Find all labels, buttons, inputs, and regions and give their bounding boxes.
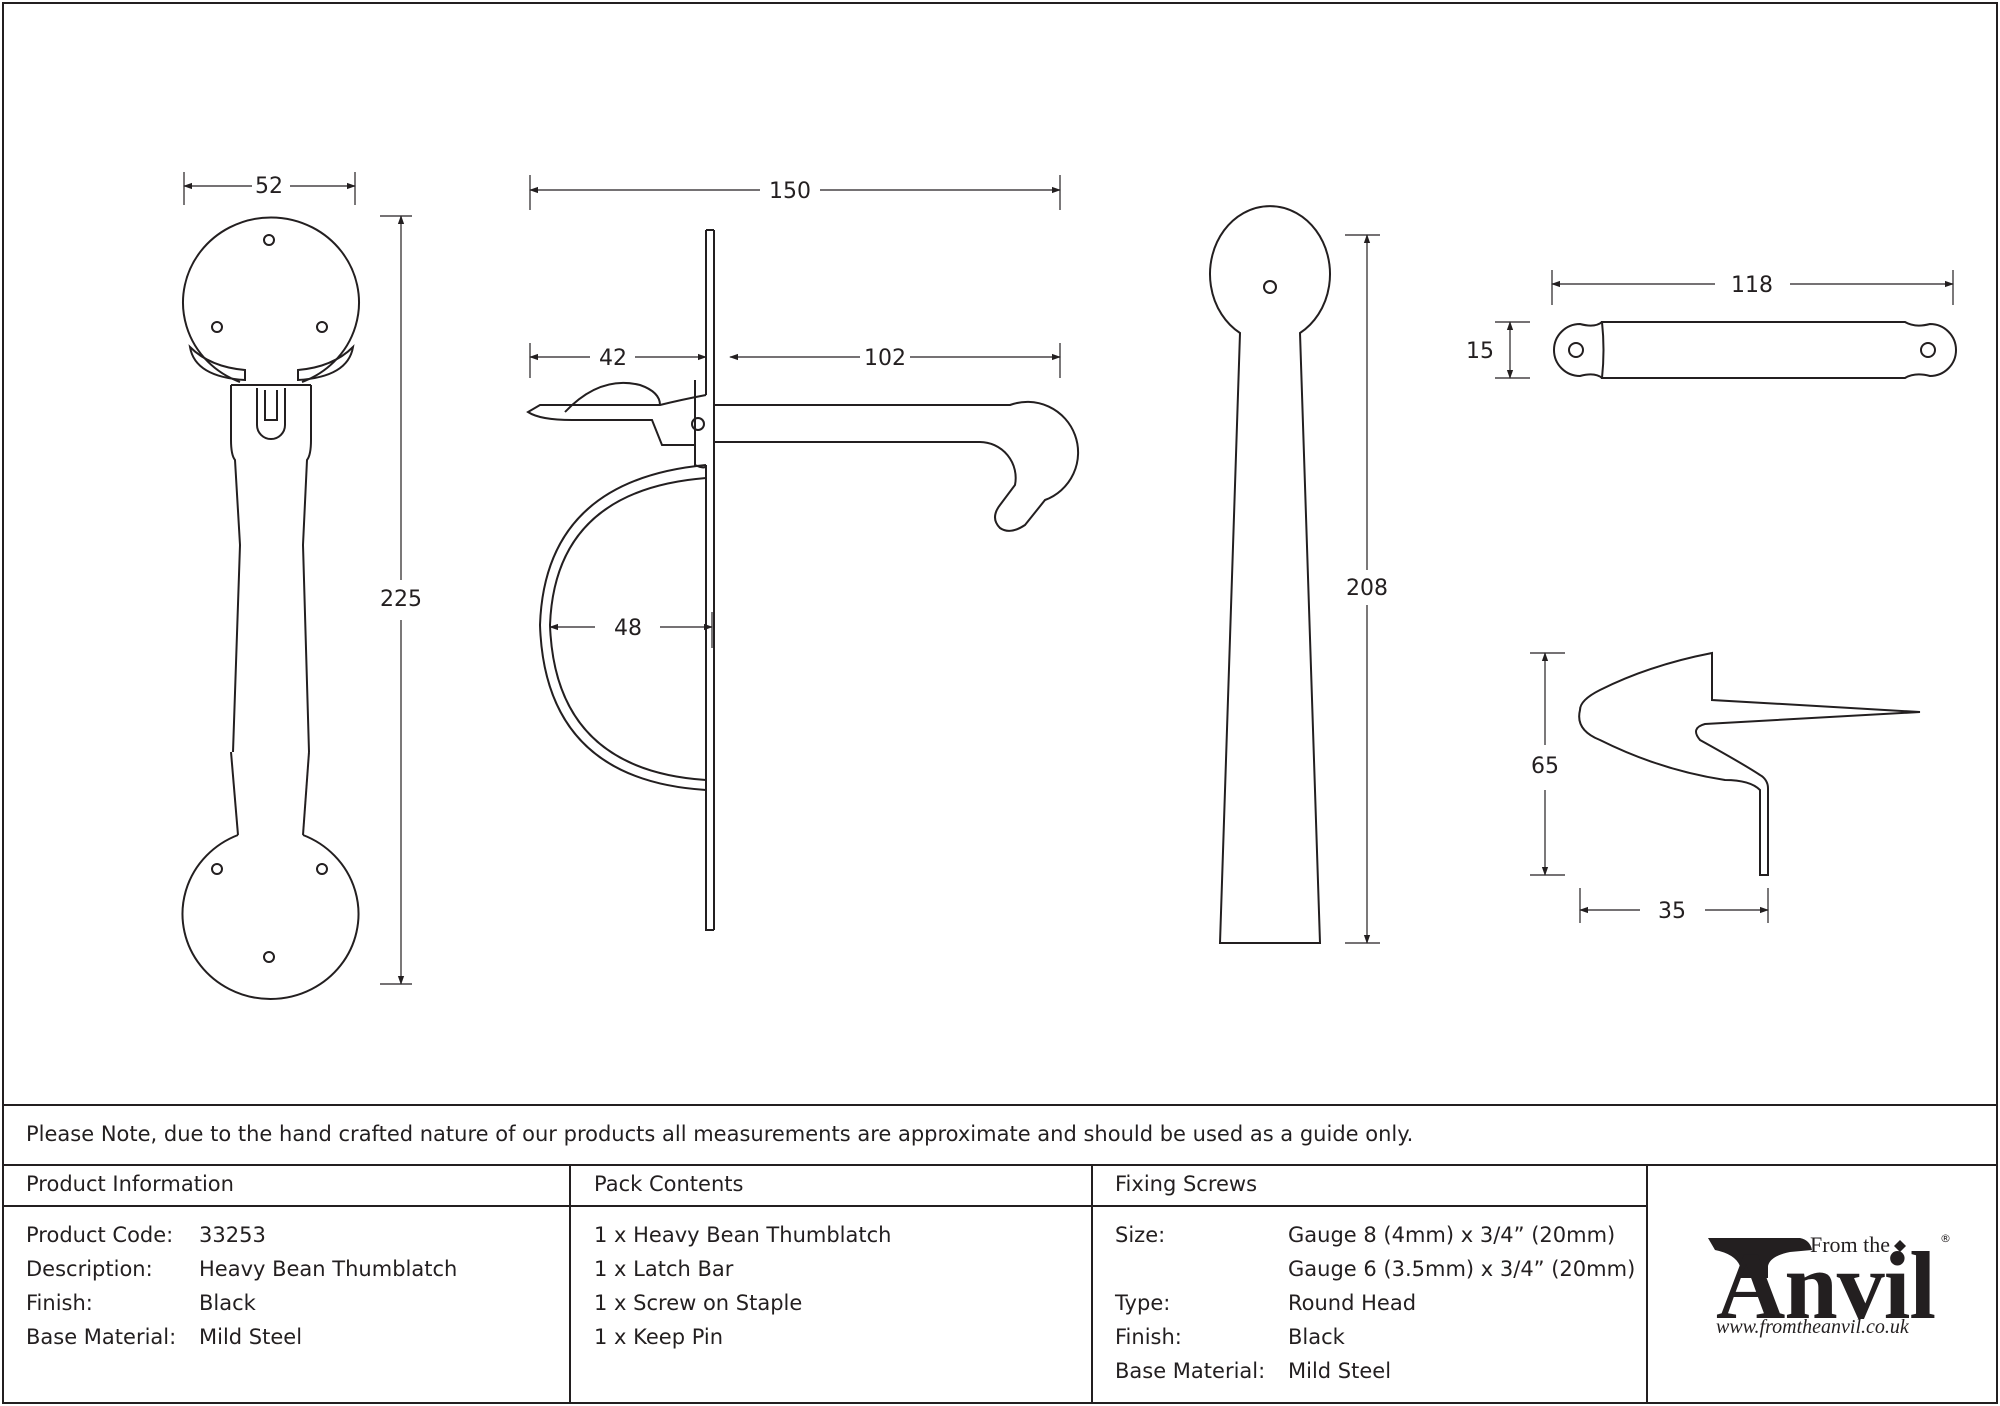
pack-item: 1 x Screw on Staple xyxy=(594,1291,803,1315)
bar-length-label: 118 xyxy=(1731,273,1773,298)
staple-dimension-lines xyxy=(1530,652,1769,923)
description-label: Description: xyxy=(26,1257,153,1281)
anvil-logo-icon xyxy=(1708,1238,1906,1278)
handle-height-label: 225 xyxy=(380,587,422,612)
screw-type-value: Round Head xyxy=(1288,1291,1417,1315)
latch-dimension-lines xyxy=(529,175,1061,648)
pack-item: 1 x Latch Bar xyxy=(594,1257,734,1281)
finish-value: Black xyxy=(199,1291,256,1315)
latch-pivot-pin xyxy=(691,417,705,431)
pack-item: 1 x Heavy Bean Thumblatch xyxy=(594,1223,892,1247)
product-code-value: 33253 xyxy=(199,1223,266,1247)
latch-right-label: 102 xyxy=(864,346,906,371)
back-plate xyxy=(1209,205,1331,944)
handle-width-label: 52 xyxy=(255,174,283,199)
latch-total-label: 150 xyxy=(769,179,811,204)
pack-item: 1 x Keep Pin xyxy=(594,1325,724,1349)
bar-dimension-lines xyxy=(1495,270,1954,379)
handle-dimension-lines xyxy=(183,172,412,985)
screw-size-label: Size: xyxy=(1115,1223,1166,1247)
screw-finish-value: Black xyxy=(1288,1325,1345,1349)
staple-height-label: 65 xyxy=(1531,754,1559,779)
plate-dimension-lines xyxy=(1345,234,1380,944)
finish-label: Finish: xyxy=(26,1291,93,1315)
bar-height-label: 15 xyxy=(1466,339,1494,364)
fixing-screws-header: Fixing Screws xyxy=(1115,1172,1258,1196)
product-code-label: Product Code: xyxy=(26,1223,174,1247)
handle-screw-holes xyxy=(211,234,328,963)
latch-bar xyxy=(1553,321,1957,379)
base-material-value: Mild Steel xyxy=(199,1325,303,1349)
logo-from-text: From the xyxy=(1810,1232,1891,1257)
plate-height-label: 208 xyxy=(1346,576,1388,601)
logo-url: www.fromtheanvil.co.uk xyxy=(1716,1316,1909,1338)
staple-depth-label: 35 xyxy=(1658,899,1686,924)
handle-front-view xyxy=(181,216,360,1000)
latch-left-label: 42 xyxy=(599,346,627,371)
product-info-header: Product Information xyxy=(26,1172,234,1196)
screw-material-value: Mild Steel xyxy=(1288,1359,1392,1383)
logo-registered-mark: ® xyxy=(1940,1232,1951,1245)
logo-brand: Anvil xyxy=(1716,1232,1936,1339)
screw-size-value: Gauge 8 (4mm) x 3/4” (20mm) xyxy=(1288,1223,1616,1247)
latch-side-view xyxy=(526,229,1080,931)
screw-finish-label: Finish: xyxy=(1115,1325,1182,1349)
description-value: Heavy Bean Thumblatch xyxy=(199,1257,458,1281)
base-material-label: Base Material: xyxy=(26,1325,177,1349)
screw-type-label: Type: xyxy=(1115,1291,1171,1315)
screw-size-value-2: Gauge 6 (3.5mm) x 3/4” (20mm) xyxy=(1288,1257,1636,1281)
latch-inner-label: 48 xyxy=(614,616,642,641)
staple xyxy=(1578,651,1921,876)
plate-screw-hole xyxy=(1263,280,1277,294)
pack-contents-header: Pack Contents xyxy=(594,1172,744,1196)
measurement-note: Please Note, due to the hand crafted nat… xyxy=(26,1122,1414,1146)
screw-material-label: Base Material: xyxy=(1115,1359,1266,1383)
latch-bar-holes xyxy=(1568,342,1936,358)
